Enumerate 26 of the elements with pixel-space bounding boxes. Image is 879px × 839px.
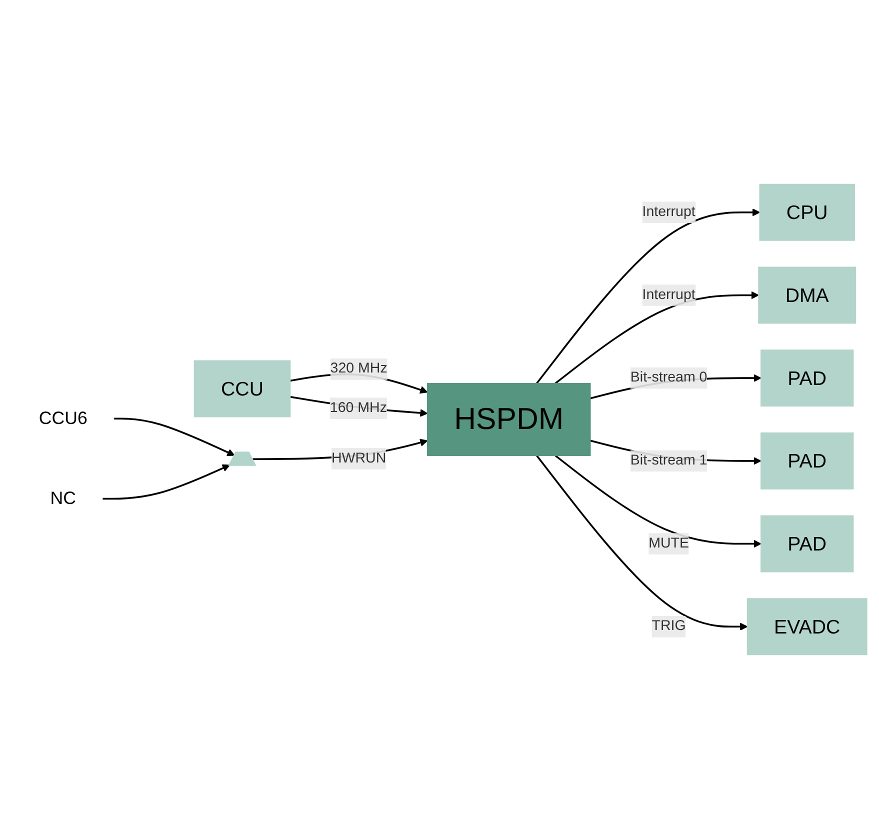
node-text: CCU6	[38, 408, 88, 428]
arrow	[114, 418, 235, 456]
arrow	[102, 464, 230, 500]
edge-label: TRIG	[652, 618, 686, 634]
arrow	[554, 291, 759, 384]
edge-label: 160 MHz	[330, 400, 387, 416]
node-box: PAD	[760, 515, 854, 572]
arrow	[554, 454, 762, 548]
edge-label: Interrupt	[642, 287, 696, 302]
edge-label: Interrupt	[642, 204, 696, 220]
edge-label: 320 MHz	[330, 361, 388, 376]
edge-label: Bit-stream 0	[630, 370, 708, 386]
node-box: CCU	[194, 360, 291, 418]
node-box: EVADC	[746, 598, 868, 656]
node-box: DMA	[758, 266, 856, 324]
node-text: NC	[50, 488, 76, 509]
node-box: HSPDM	[427, 382, 591, 456]
node-box: CPU	[759, 184, 855, 241]
edge-label: Bit-stream 1	[630, 452, 708, 468]
node-box: PAD	[760, 350, 854, 407]
arrow	[536, 208, 760, 384]
node-trapezoid	[228, 452, 256, 466]
node-box: PAD	[760, 432, 854, 490]
arrow	[536, 455, 748, 631]
edge-label: HWRUN	[332, 450, 386, 466]
edge-label: MUTE	[648, 536, 690, 551]
